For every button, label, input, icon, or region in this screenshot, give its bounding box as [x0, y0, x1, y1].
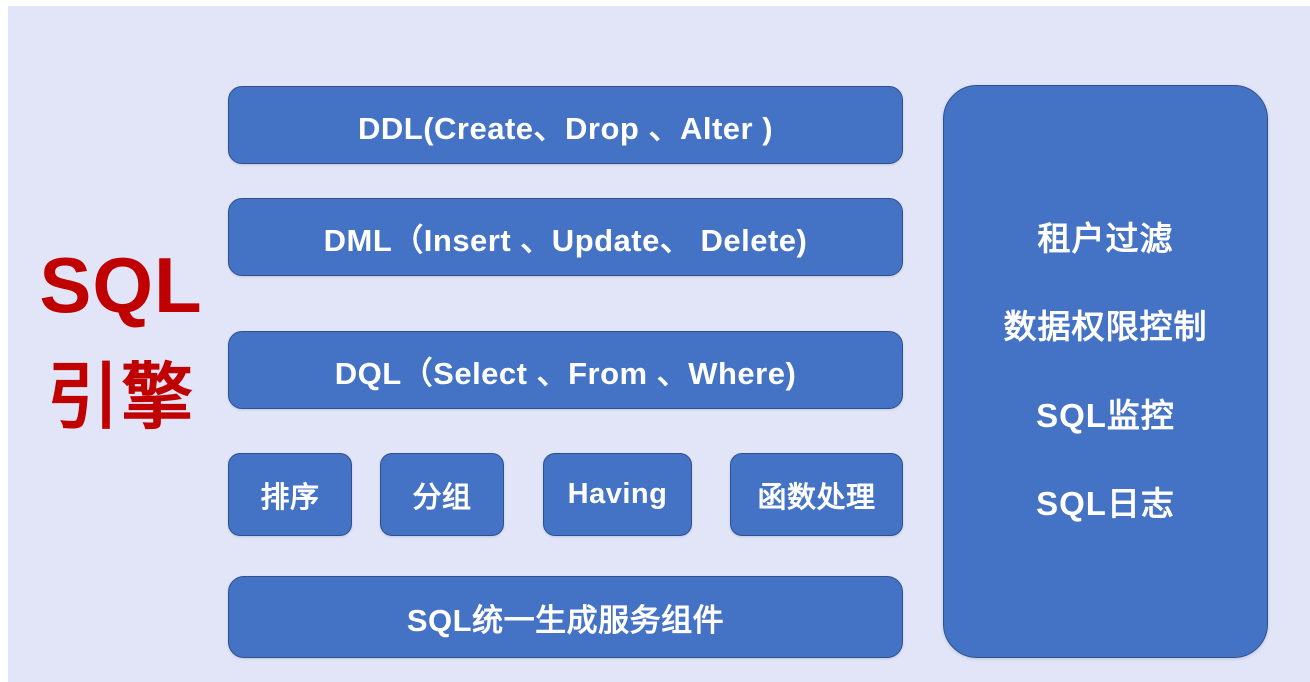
panel-item-sql-monitoring: SQL监控: [1036, 396, 1175, 434]
diagram-canvas: SQL 引擎 DDL(Create、Drop 、Alter ) DML（Inse…: [8, 6, 1310, 682]
block-group-by[interactable]: 分组: [380, 453, 504, 536]
block-dml[interactable]: DML（Insert 、Update、 Delete): [228, 198, 903, 276]
panel-item-data-permission-control: 数据权限控制: [1003, 308, 1208, 346]
panel-item-tenant-filter: 租户过滤: [1037, 219, 1174, 257]
block-dql[interactable]: DQL（Select 、From 、Where): [228, 331, 903, 409]
sql-engine-label: SQL 引擎: [16, 246, 226, 434]
right-capabilities-panel[interactable]: 租户过滤 数据权限控制 SQL监控 SQL日志: [943, 85, 1268, 658]
block-order-by[interactable]: 排序: [228, 453, 352, 536]
block-sql-unified-generation-service[interactable]: SQL统一生成服务组件: [228, 576, 903, 658]
sql-engine-label-line2: 引擎: [46, 358, 195, 438]
panel-item-sql-log: SQL日志: [1036, 484, 1175, 522]
sql-engine-label-line1: SQL: [39, 241, 203, 329]
block-function-processing[interactable]: 函数处理: [730, 453, 903, 536]
block-ddl[interactable]: DDL(Create、Drop 、Alter ): [228, 86, 903, 164]
block-having[interactable]: Having: [543, 453, 692, 536]
